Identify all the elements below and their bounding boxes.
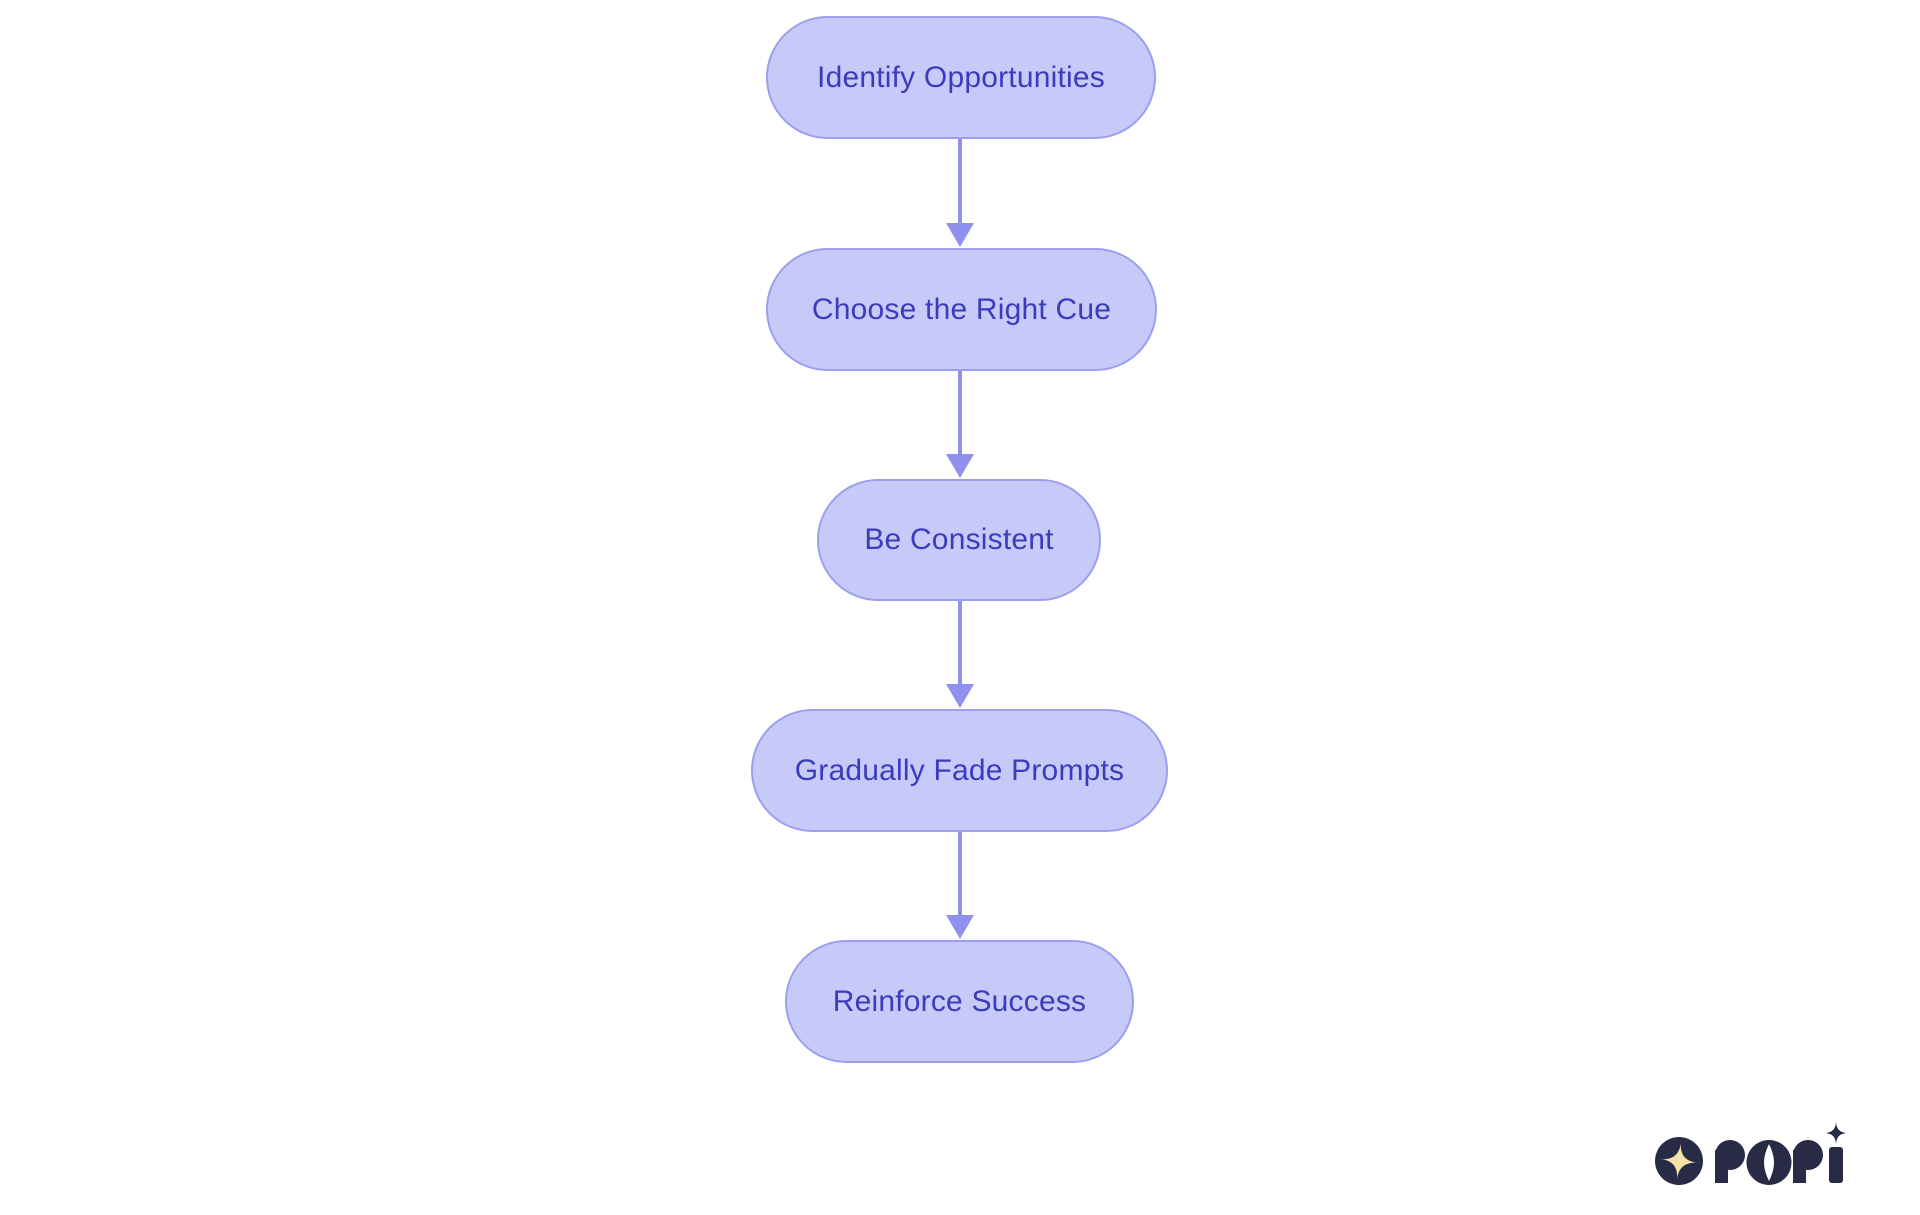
sparkle-icon — [1824, 1121, 1848, 1145]
flow-node-label: Choose the Right Cue — [811, 292, 1112, 326]
logo-wordmark — [1715, 1121, 1848, 1185]
arrow-shaft — [958, 371, 962, 458]
arrow-shaft — [958, 601, 962, 688]
arrow-head-icon — [946, 223, 974, 247]
rori-logo-graphic — [1655, 1121, 1848, 1185]
flow-node-label: Reinforce Success — [832, 984, 1087, 1018]
flow-arrow-1 — [946, 139, 974, 247]
arrow-head-icon — [946, 684, 974, 708]
flow-node-gradually-fade-prompts: Gradually Fade Prompts — [751, 709, 1168, 832]
flow-node-identify-opportunities: Identify Opportunities — [766, 16, 1156, 139]
rori-logo: rori — [1652, 1118, 1882, 1198]
flow-node-be-consistent: Be Consistent — [817, 479, 1101, 601]
arrow-head-icon — [946, 915, 974, 939]
flow-node-label: Identify Opportunities — [817, 60, 1105, 94]
flow-node-choose-the-right-cue: Choose the Right Cue — [766, 248, 1157, 371]
flow-node-label: Be Consistent — [864, 523, 1054, 556]
sparkle-circle-icon — [1655, 1137, 1703, 1185]
flow-node-reinforce-success: Reinforce Success — [785, 940, 1134, 1063]
arrow-shaft — [958, 832, 962, 919]
flow-node-label: Gradually Fade Prompts — [794, 753, 1125, 787]
arrow-head-icon — [946, 454, 974, 478]
flow-arrow-3 — [946, 601, 974, 708]
flow-arrow-4 — [946, 832, 974, 939]
flow-arrow-2 — [946, 371, 974, 478]
arrow-shaft — [958, 139, 962, 227]
